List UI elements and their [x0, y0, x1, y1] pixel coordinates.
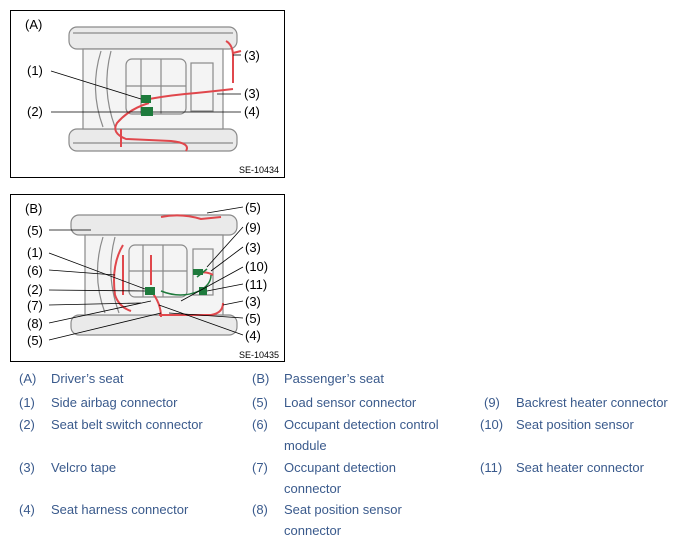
legend-key: (3) — [19, 460, 35, 475]
legend-key: (5) — [252, 395, 268, 410]
callout-5-right-top: (5) — [245, 200, 261, 215]
callout-2: (2) — [27, 282, 43, 297]
callout-5-bottom: (5) — [27, 333, 43, 348]
legend-key: (9) — [484, 395, 500, 410]
callout-1: (1) — [27, 63, 43, 78]
seat-heater-connector — [199, 287, 207, 295]
seat-frame — [68, 26, 238, 152]
callout-6: (6) — [27, 263, 43, 278]
callout-9: (9) — [245, 220, 261, 235]
legend-text: Seat position sensor — [516, 417, 634, 432]
callout-3-lower: (3) — [244, 86, 260, 101]
legend-text: Seat belt switch connector — [51, 417, 203, 432]
legend-key: (8) — [252, 502, 268, 517]
legend-text: Side airbag connector — [51, 395, 178, 410]
figure-tag-a: (A) — [25, 17, 42, 32]
legend-key: (4) — [19, 502, 35, 517]
legend-text: Velcro tape — [51, 460, 117, 475]
callout-5-right-bottom: (5) — [245, 311, 261, 326]
figure-passenger-seat: (B) (5) (1) (6) (2) (7) (8) (5) (5) (9) … — [10, 194, 285, 362]
legend-text: Passenger’s seat — [284, 371, 384, 386]
legend-text: Seat heater connector — [516, 460, 644, 475]
legend-key: (6) — [252, 417, 268, 432]
passenger-seat-diagram: (B) (5) (1) (6) (2) (7) (8) (5) (5) (9) … — [25, 200, 279, 360]
callout-7: (7) — [27, 298, 43, 313]
legend-text: Occupant detection control module — [284, 417, 439, 453]
callout-11: (11) — [245, 277, 267, 292]
legend-key: (10) — [480, 417, 504, 432]
legend-key: (1) — [19, 395, 35, 410]
legend-key: (2) — [19, 417, 35, 432]
side-airbag-connector — [141, 95, 151, 103]
callout-4: (4) — [244, 104, 260, 119]
callout-8: (8) — [27, 316, 43, 331]
figure-driver-seat: (A) (1) (2) (3) (3) (4) SE-10434 — [10, 10, 285, 178]
side-airbag-connector — [145, 287, 155, 295]
callout-4: (4) — [245, 328, 261, 343]
callout-10: (10) — [245, 259, 268, 274]
legend-key: (A) — [19, 371, 37, 386]
legend-text: Seat position sensor connector — [284, 502, 402, 538]
figure-code-b: SE-10435 — [239, 350, 279, 360]
callout-2: (2) — [27, 104, 43, 119]
legend-text: Occupant detection connector — [284, 460, 397, 496]
callout-3-upper: (3) — [245, 240, 261, 255]
legend-text: Backrest heater connector — [516, 395, 668, 410]
backrest-heater-connector — [193, 269, 203, 275]
legend-text: Load sensor connector — [284, 395, 417, 410]
legend-key: (B) — [252, 371, 270, 386]
callout-5-top: (5) — [27, 223, 43, 238]
callout-3-lower: (3) — [245, 294, 261, 309]
seat-harness-connector — [141, 107, 153, 116]
legend-key: (7) — [252, 460, 268, 475]
wire-harness — [114, 40, 242, 152]
callout-3-upper: (3) — [244, 48, 260, 63]
callout-1: (1) — [27, 245, 43, 260]
leader-lines — [50, 54, 241, 113]
leader-lines — [48, 206, 244, 341]
driver-seat-diagram: (A) (1) (2) (3) (3) (4) SE-10434 — [25, 17, 279, 175]
figure-tag-b: (B) — [25, 201, 42, 216]
legend-text: Seat harness connector — [51, 502, 189, 517]
figure-code-a: SE-10434 — [239, 165, 279, 175]
legend-text: Driver’s seat — [51, 371, 124, 386]
legend-key: (11) — [480, 460, 503, 475]
